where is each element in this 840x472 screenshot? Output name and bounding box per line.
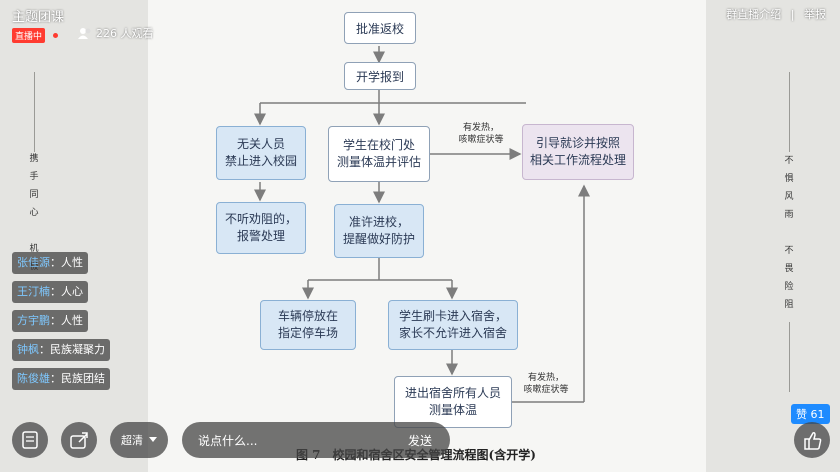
slide-flowchart: 批准返校 开学报到 无关人员禁止进入校园 学生在校门处测量体温并评估 引导就诊并…	[148, 0, 706, 472]
like-count-badge: 赞 61	[791, 404, 830, 424]
live-dot	[53, 33, 58, 38]
live-badge: 直播中	[12, 28, 46, 43]
comment-user[interactable]: 钟枫	[17, 343, 39, 356]
like-button[interactable]	[794, 422, 830, 458]
viewer-count-text: 226 人观看	[96, 27, 154, 40]
thumbs-up-icon	[804, 432, 822, 450]
chat-comment: 王汀楠：人心	[12, 281, 88, 303]
like-count: 61	[810, 408, 825, 421]
right-decor-panel: 不惧风雨 不畏险阻	[706, 0, 840, 472]
step-approve-return: 批准返校	[344, 12, 416, 44]
caret-down-icon	[149, 437, 157, 442]
document-icon	[22, 431, 38, 449]
left-decor-line-top	[34, 72, 35, 152]
step-call-police: 不听劝阻的，报警处理	[216, 202, 306, 254]
step-dorm-card-entry: 学生刷卡进入宿舍，家长不允许进入宿舍	[388, 300, 518, 350]
comment-user[interactable]: 方宇鹏	[17, 314, 50, 327]
comment-text: ：人心	[50, 285, 83, 298]
comment-user[interactable]: 陈俊雄	[17, 372, 50, 385]
document-button[interactable]	[12, 422, 48, 458]
quality-select[interactable]: 超清	[110, 422, 168, 458]
right-decor-line-top	[789, 72, 790, 152]
chat-comment: 张佳源：人性	[12, 252, 88, 274]
link-separator: |	[790, 8, 795, 21]
like-label: 赞	[796, 408, 807, 421]
step-vehicle-parking: 车辆停放在指定停车场	[260, 300, 356, 350]
step-unrelated-persons: 无关人员禁止进入校园	[216, 126, 306, 180]
flowchart-connectors	[254, 46, 590, 403]
viewer-count: 226 人观看	[78, 25, 154, 41]
chat-comment: 陈俊雄：民族团结	[12, 368, 110, 390]
share-icon	[70, 432, 88, 449]
comment-user[interactable]: 张佳源	[17, 256, 50, 269]
fever-note-dorm: 有发热，咳嗽症状等	[523, 373, 569, 395]
comment-user[interactable]: 王汀楠	[17, 285, 50, 298]
comment-text: ：人性	[50, 314, 83, 327]
viewers-icon	[78, 28, 91, 39]
step-allow-entry: 准许进校，提醒做好防护	[334, 204, 424, 258]
intro-link[interactable]: 群直播介绍	[726, 8, 782, 21]
right-decor-line-bottom	[789, 322, 790, 392]
share-button[interactable]	[61, 422, 97, 458]
step-guide-to-doctor: 引导就诊并按照相关工作流程处理	[522, 124, 634, 180]
step-measure-temperature: 学生在校门处测量体温并评估	[328, 126, 430, 182]
report-link[interactable]: 举报	[804, 8, 826, 21]
comment-text: ：人性	[50, 256, 83, 269]
step-dorm-temperature: 进出宿舍所有人员测量体温	[394, 376, 512, 428]
comment-text: ：民族团结	[50, 372, 105, 385]
comment-text: ：民族凝聚力	[39, 343, 105, 356]
comment-input[interactable]: 说点什么... 发送	[182, 422, 450, 458]
top-right-links: 群直播介绍 | 举报	[726, 6, 826, 22]
stream-title: 主题团课	[12, 10, 65, 25]
comment-placeholder: 说点什么...	[198, 434, 258, 448]
right-decor-text: 不惧风雨 不畏险阻	[784, 156, 794, 310]
quality-label: 超清	[121, 434, 143, 447]
step-registration: 开学报到	[344, 62, 416, 90]
send-button[interactable]: 发送	[408, 434, 433, 448]
fever-note-gate: 有发热，咳嗽症状等	[458, 123, 504, 145]
chat-comment: 钟枫：民族凝聚力	[12, 339, 110, 361]
chat-comment: 方宇鹏：人性	[12, 310, 88, 332]
